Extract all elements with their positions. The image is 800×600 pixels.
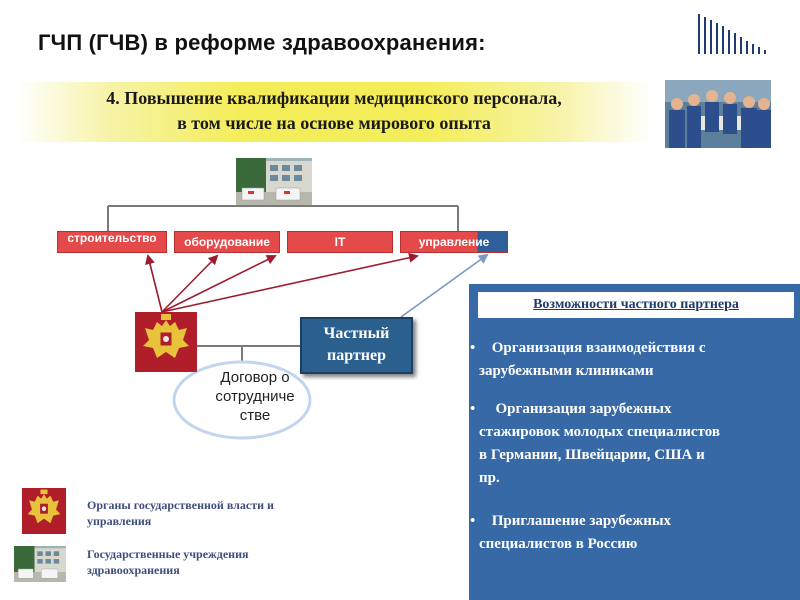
page-title: ГЧП (ГЧВ) в реформе здравоохранения: bbox=[38, 30, 486, 55]
category-label: строительство bbox=[67, 231, 157, 245]
category-label: оборудование bbox=[184, 235, 270, 249]
banner-line-1: 4. Повышение квалификации медицинского п… bbox=[106, 88, 562, 108]
panel-item: • Организация зарубежных стажировок моло… bbox=[470, 398, 796, 490]
barcode-lines-logo bbox=[698, 14, 766, 54]
contract-line-2: сотрудниче bbox=[215, 388, 295, 405]
legend-state-authorities: Органы государственной власти и управлен… bbox=[87, 498, 274, 528]
banner-line-2: в том числе на основе мирового опыта bbox=[177, 113, 491, 133]
contract-line-3: стве bbox=[239, 407, 271, 424]
topic-banner bbox=[16, 82, 652, 142]
category-construction: строительство bbox=[57, 231, 167, 253]
partner-line-2: партнер bbox=[327, 347, 386, 364]
coat-of-arms-icon bbox=[135, 312, 197, 372]
legend-state-institutions: Государственные учреждения здравоохранен… bbox=[87, 547, 249, 577]
category-it: IT bbox=[287, 231, 393, 253]
panel-item: • Приглашение зарубежных специалистов в … bbox=[470, 510, 796, 556]
doctors-team-photo bbox=[665, 80, 771, 148]
contract-label: Договор о сотрудниче стве bbox=[196, 368, 314, 425]
partner-arrow bbox=[400, 253, 489, 318]
bullet-icon: • bbox=[470, 513, 476, 529]
coat-of-arms-icon bbox=[22, 488, 66, 534]
hospital-bracket bbox=[107, 205, 459, 231]
hospital-building-icon bbox=[236, 158, 312, 205]
partner-opportunities-panel bbox=[469, 284, 800, 600]
category-management: управление bbox=[400, 231, 508, 253]
bullet-icon: • bbox=[470, 340, 476, 356]
category-equipment: оборудование bbox=[174, 231, 280, 253]
partner-line-1: Частный bbox=[323, 325, 390, 342]
private-partner-box: Частный партнер bbox=[300, 317, 413, 374]
category-label: управление bbox=[418, 235, 490, 249]
contract-ellipse bbox=[172, 360, 312, 440]
panel-heading: Возможности частного партнера bbox=[478, 292, 794, 318]
hospital-building-icon bbox=[14, 546, 66, 582]
category-label: IT bbox=[334, 235, 346, 249]
contract-line-1: Договор о bbox=[220, 369, 290, 386]
bullet-icon: • bbox=[470, 401, 476, 417]
topic-banner-text: 4. Повышение квалификации медицинского п… bbox=[16, 86, 652, 136]
state-arrows bbox=[145, 252, 419, 313]
panel-item: • Организация взаимодействия с зарубежны… bbox=[470, 337, 796, 383]
